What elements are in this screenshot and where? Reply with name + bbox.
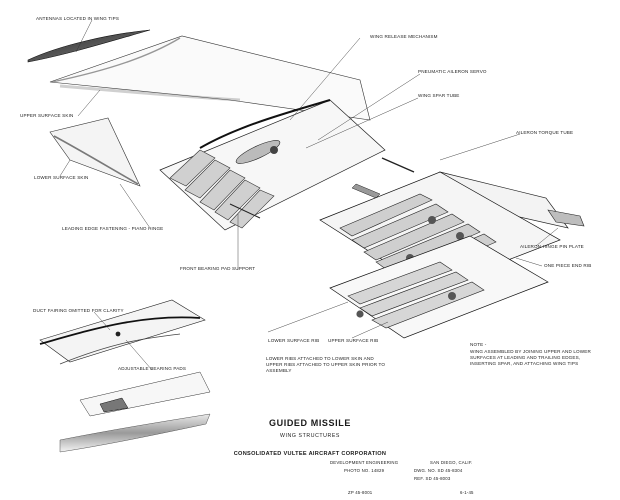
label-aileron-torque: AILERON TORQUE TUBE	[516, 130, 574, 135]
corporation-name: CONSOLIDATED VULTEE AIRCRAFT CORPORATION	[233, 451, 387, 457]
left-wing-section	[159, 99, 386, 231]
drawing-number: DWG. NO. SD 45-8304	[414, 468, 463, 473]
drawing-subtitle: WING STRUCTURES	[279, 433, 340, 439]
label-front-bearing: FRONT BEARING PAD SUPPORT	[180, 266, 256, 271]
label-antennas: ANTENNAS LOCATED IN WING TIPS	[36, 16, 120, 21]
drawing-date: 6-1-45	[460, 490, 474, 495]
note-body: WING ASSEMBLED BY JOINING UPPER AND LOWE…	[470, 349, 591, 366]
label-ribs-note: LOWER RIBS ATTACHED TO LOWER SKIN AND UP…	[266, 356, 386, 373]
label-spar-tube: WING SPAR TUBE	[418, 93, 460, 98]
department: DEVELOPMENT ENGINEERING	[330, 460, 399, 465]
note-heading: NOTE -	[470, 342, 487, 347]
drawing-title: GUIDED MISSILE	[269, 418, 351, 428]
lower-surface-skin	[49, 117, 141, 187]
location: SAN DIEGO, CALIF.	[430, 460, 473, 465]
label-leading-edge: LEADING EDGE FASTENING - PIANO HINGE	[62, 226, 164, 231]
bearing-pad-section	[59, 371, 211, 453]
reference-number: REF. SD 45-8003	[414, 476, 451, 481]
label-wing-release: WING RELEASE MECHANISM	[370, 34, 438, 39]
label-pneumatic-servo: PNEUMATIC AILERON SERVO	[418, 69, 487, 74]
leader-lines	[59, 19, 559, 371]
label-bearing-pads: ADJUSTABLE BEARING PADS	[118, 366, 187, 371]
photo-number: PHOTO NO. 14829	[344, 468, 385, 473]
label-duct-fairing: DUCT FAIRING OMITTED FOR CLARITY	[33, 308, 124, 313]
label-upper-rib: UPPER SURFACE RIB	[328, 338, 379, 343]
label-end-rib: ONE PIECE END RIB	[544, 263, 592, 268]
label-upper-skin: UPPER SURFACE SKIN	[20, 113, 74, 118]
label-lower-skin: LOWER SURFACE SKIN	[34, 175, 89, 180]
label-hinge-pin: AILERON HINGE PIN PLATE	[520, 244, 584, 249]
upper-surface-skin	[49, 35, 371, 121]
label-lower-rib: LOWER SURFACE RIB	[268, 338, 320, 343]
zp-number: ZP 45-8001	[348, 490, 373, 495]
right-wing-section	[319, 171, 585, 339]
antenna-wing-tip	[27, 29, 151, 63]
duct-fairing-detail	[39, 299, 206, 365]
